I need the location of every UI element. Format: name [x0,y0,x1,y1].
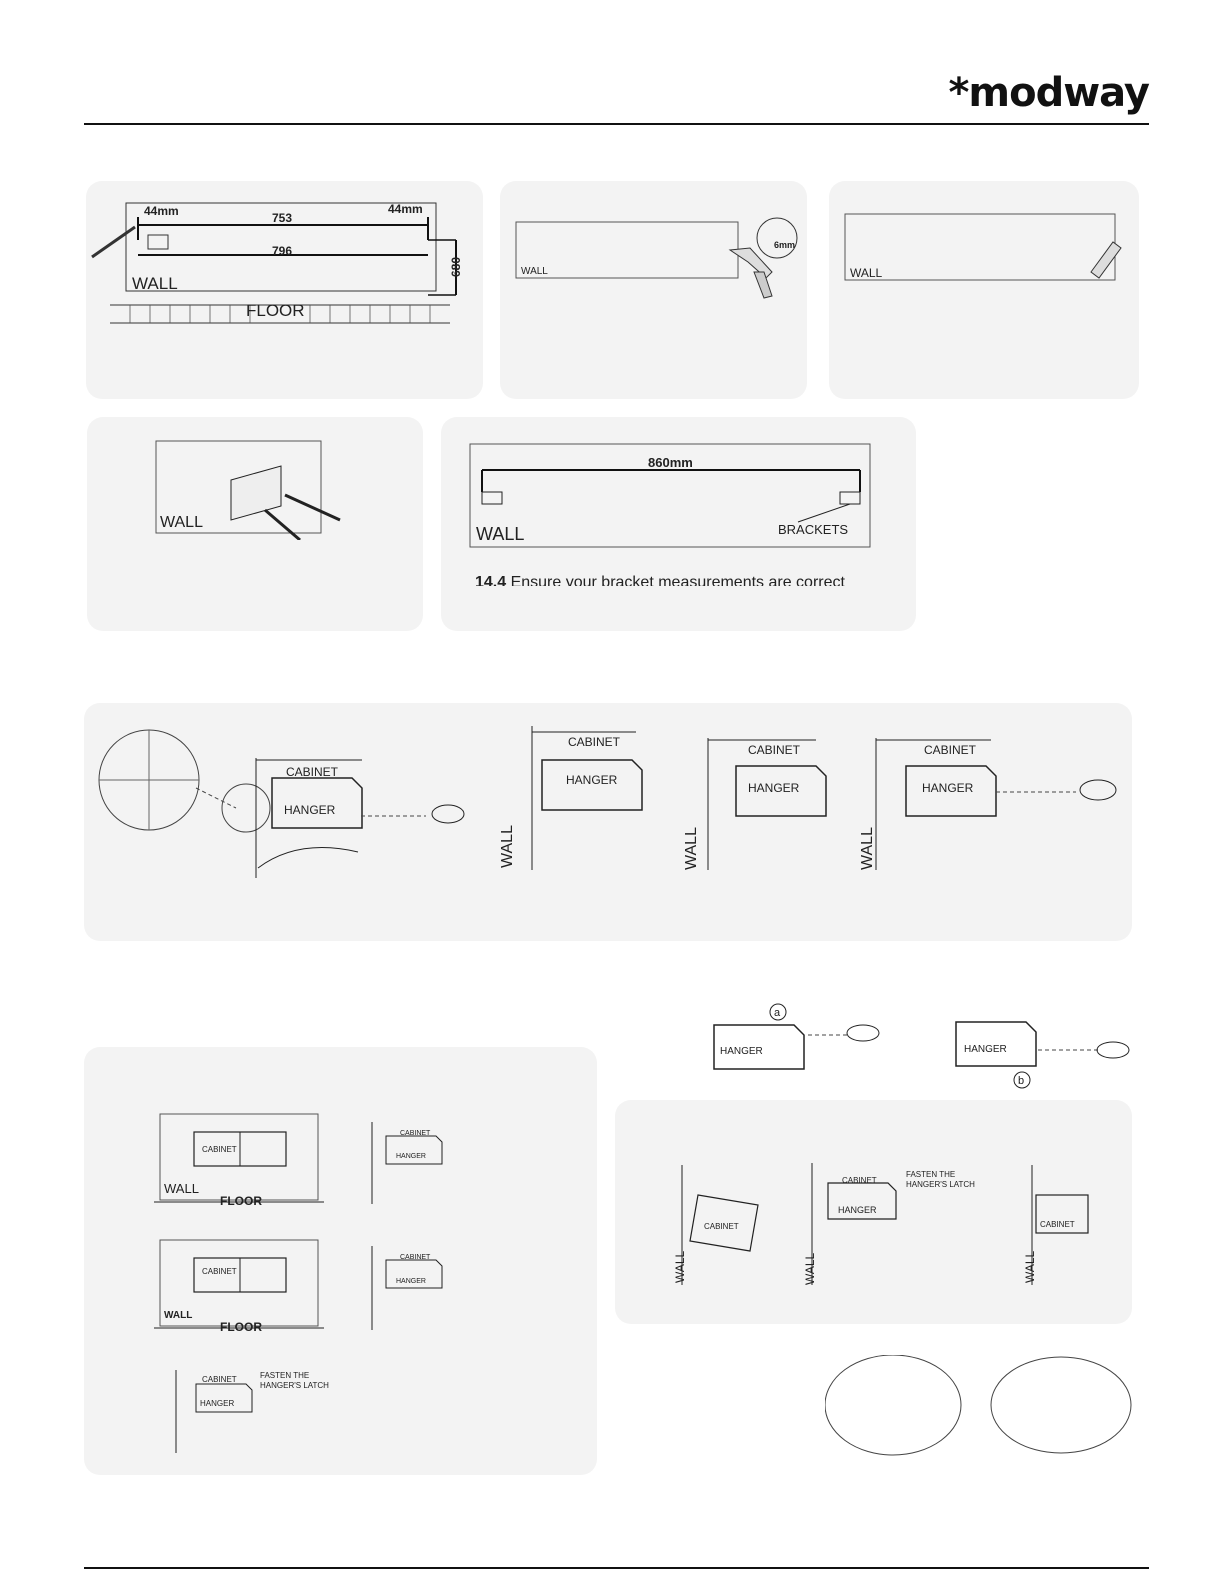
tilt-fasten-line1: FASTEN THE [906,1170,955,1179]
adjust-b-hanger: HANGER [964,1044,1007,1055]
level-wrong-cabinet: CABINET [202,1145,237,1154]
level-fasten-line2: HANGER'S LATCH [260,1381,329,1390]
level-hanger-bottom: CABINET HANGER FASTEN THE HANGER'S LATCH [175,1370,329,1453]
tilt-fasten-line2: HANGER'S LATCH [906,1180,975,1189]
spacing-wall-label: WALL [476,524,524,544]
bracket-wall-label: WALL [160,514,203,531]
hang-3-wall: WALL [683,827,700,870]
anchors-diagram: WALL [844,213,1122,281]
spacing-note: 14.4 Ensure your bracket measurements ar… [475,572,885,586]
tilt-wrong-wall: WALL [673,1250,687,1283]
spacing-860mm: 860mm [648,455,693,470]
spacing-brackets-label: BRACKETS [778,522,848,537]
panel-step-hang [84,703,1132,941]
level-top-hanger: HANGER [396,1153,426,1160]
clip-closeup-right [990,1356,1132,1454]
level-mid-cabinet: CABINET [400,1254,431,1261]
anchors-wall-label: WALL [850,266,883,280]
level-wrong-floor: FLOOR [220,1194,262,1208]
panel-step-level [84,1047,597,1475]
measure-796: 796 [272,244,292,258]
hang-4-wall: WALL [859,827,876,870]
adjust-a-label: a [774,1007,781,1019]
tilt-fasten-hanger: HANGER [838,1205,877,1215]
level-wrong-wall: WALL [164,1181,199,1196]
hang-frame-2: CABINET HANGER WALL [499,726,643,870]
drill-size-label: 6mm [774,240,795,250]
footer-rule [84,1567,1149,1569]
panel-step-drill [500,181,807,399]
level-right-wall: WALL [164,1310,192,1321]
panel-step-adjust [615,1100,1132,1324]
hang-3-cabinet: CABINET [748,743,801,757]
hang-frame-4: CABINET HANGER WALL [859,738,1117,870]
brand-logo: *modway [948,70,1150,116]
adjust-a-hanger: HANGER [720,1046,763,1057]
spacing-note-text: Ensure your bracket measurements are cor… [506,574,845,586]
hang-3-hanger: HANGER [748,781,800,795]
hang-1-hanger: HANGER [284,803,336,817]
drill-wall-label: WALL [521,266,548,277]
hang-frame-3: CABINET HANGER WALL [683,738,827,870]
tilt-right-wall: WALL [1023,1250,1037,1283]
hang-2-wall: WALL [499,825,516,868]
header-rule [84,123,1149,125]
tilt-sequence: CABINET WALL CABINET HANGER FASTEN THE H… [673,1163,1089,1285]
hang-frame-1: CABINET HANGER [255,758,465,878]
level-fasten-line1: FASTEN THE [260,1371,309,1380]
bracket-diagram: WALL [155,440,341,540]
tilt-fasten-cabinet: CABINET [842,1176,877,1185]
level-top-cabinet: CABINET [400,1130,431,1137]
measure-floor-label: FLOOR [246,301,305,320]
panel-step-measure [86,181,483,399]
measure-680: 680 [449,257,463,277]
level-bottom-hanger: HANGER [200,1399,234,1408]
measure-44mm-left: 44mm [144,204,179,218]
hang-2-hanger: HANGER [566,773,618,787]
level-right-floor: FLOOR [220,1320,262,1334]
drill-diagram: 6mm WALL [515,217,798,299]
adjust-horizontal: b HANGER [955,1021,1130,1089]
measure-wall-label: WALL [132,274,178,293]
hang-sequence: CABINET HANGER CABINET HANGER WALL CABIN… [98,726,1117,878]
level-bottom-cabinet: CABINET [202,1375,237,1384]
adjust-vertical: a HANGER [713,1003,880,1070]
adjust-b-label: b [1018,1075,1024,1087]
tilt-right-cabinet: CABINET [1040,1220,1075,1229]
measure-diagram: 44mm 44mm 753 796 680 WALL FLOOR [91,202,463,324]
panel-step-bracket [87,417,423,631]
level-mid-hanger: HANGER [396,1278,426,1285]
tilt-wrong-cabinet: CABINET [704,1222,739,1231]
level-wrong: CABINET WALL FLOOR [154,1113,324,1208]
level-right-cabinet: CABINET [202,1267,237,1276]
hang-1-cabinet: CABINET [286,765,339,779]
hang-2-cabinet: CABINET [568,735,621,749]
hang-4-cabinet: CABINET [924,743,977,757]
level-hanger-top: CABINET HANGER [371,1122,443,1204]
hang-4-hanger: HANGER [922,781,974,795]
measure-44mm-right: 44mm [388,202,423,216]
adjust-diagram: a HANGER b HANGER [713,1003,1130,1089]
measure-753: 753 [272,211,292,225]
panel-step-anchors [829,181,1139,399]
tilt-fasten: CABINET HANGER FASTEN THE HANGER'S LATCH… [803,1163,975,1285]
level-hanger-mid: CABINET HANGER [371,1246,443,1330]
tilt-wrong: CABINET WALL [673,1165,759,1285]
level-right: CABINET WALL FLOOR [154,1239,324,1334]
clip-closeups [825,1355,1132,1456]
tilt-fasten-wall: WALL [803,1252,817,1285]
panel-step-spacing [441,417,916,631]
spacing-note-number: 14.4 [475,574,507,586]
spacing-diagram: 860mm WALL BRACKETS [469,443,871,548]
clip-closeup-left [825,1355,962,1456]
tilt-right: CABINET WALL [1023,1165,1089,1285]
level-diagram: CABINET WALL FLOOR CABINET WALL FLOOR CA… [154,1113,443,1453]
